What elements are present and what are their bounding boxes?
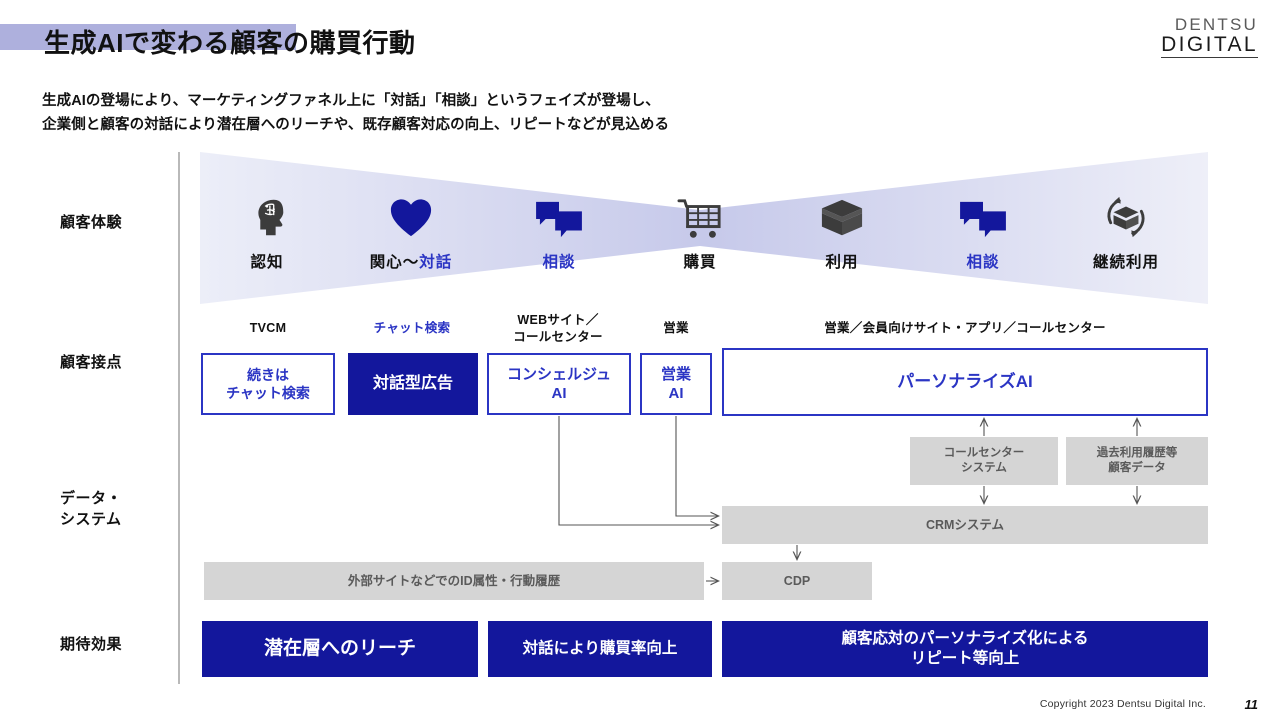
heart-icon xyxy=(346,184,476,240)
touchpoint-header-line1: WEBサイト／ xyxy=(517,313,599,327)
box-line-1: コンシェルジュ xyxy=(507,365,611,383)
dentsu-digital-logo: DENTSU DIGITAL xyxy=(1161,16,1258,58)
touchpoint-box-concierge-ai[interactable]: コンシェルジュ AI xyxy=(487,353,631,415)
funnel-stage-consultation-post: 相談 xyxy=(918,184,1048,272)
open-box-icon xyxy=(777,184,907,240)
funnel-stage-label: 利用 xyxy=(825,254,859,271)
box-line-1: 外部サイトなどでのID属性・行動履歴 xyxy=(347,573,561,588)
funnel-stage-label: 関心〜対話 xyxy=(346,250,476,272)
box-recycle-icon xyxy=(1061,184,1191,240)
touchpoint-header-tvcm: TVCM xyxy=(249,321,287,335)
funnel-stage-label: 認知 xyxy=(250,254,284,271)
funnel-stage-consultation-pre: 相談 xyxy=(494,184,624,272)
effect-box-reach-latent-segment[interactable]: 潜在層へのリーチ xyxy=(202,621,478,677)
touchpoint-box-personalize-ai[interactable]: パーソナライズAI xyxy=(722,348,1208,416)
chat-bubbles-icon xyxy=(918,184,1048,240)
touchpoint-header-line2: コールセンター xyxy=(513,329,603,344)
shopping-cart-icon xyxy=(635,184,765,240)
row-label-customer-experience: 顧客体験 xyxy=(60,214,123,231)
title-highlight-bar xyxy=(0,24,296,50)
box-line-1: パーソナライズAI xyxy=(897,371,1033,391)
box-line-2: システム xyxy=(961,462,1007,474)
box-line-1: 過去利用履歴等 xyxy=(1096,447,1178,460)
page-subtitle: 生成AIの登場により、マーケティングファネル上に「対話」「相談」というフェイズが… xyxy=(42,90,669,138)
box-line-2: チャット検索 xyxy=(226,385,310,401)
section-divider-rule xyxy=(178,152,180,684)
touchpoint-box-conversational-ad[interactable]: 対話型広告 xyxy=(348,353,478,415)
data-box-cdp[interactable]: CDP xyxy=(722,562,872,600)
funnel-stage-label: 購買 xyxy=(683,254,717,271)
page-title: 生成AIで変わる顧客の購買行動 xyxy=(44,28,416,58)
funnel-stage-purchase: 購買 xyxy=(635,184,765,272)
logo-line-digital: DIGITAL xyxy=(1161,33,1258,58)
effect-box-conversion-uplift[interactable]: 対話により購買率向上 xyxy=(488,621,712,677)
box-line-1: 対話型広告 xyxy=(372,374,453,392)
touchpoint-header-web-callcenter: WEBサイト／ コールセンター xyxy=(486,312,630,346)
label-part-plain: 関心〜 xyxy=(369,254,420,271)
logo-line-dentsu: DENTSU xyxy=(1174,15,1258,34)
funnel-stage-label: 相談 xyxy=(966,254,1000,271)
page-number: 11 xyxy=(1244,697,1259,712)
box-line-2: AI xyxy=(668,385,684,402)
row-label-data-system-line2: システム xyxy=(60,511,122,528)
funnel-stage-interest-dialogue: 関心〜対話 xyxy=(346,184,476,272)
copyright-text: Copyright 2023 Dentsu Digital Inc. xyxy=(1039,698,1206,710)
funnel-stage-label: 継続利用 xyxy=(1092,254,1159,271)
data-box-call-center-system[interactable]: コールセンター システム xyxy=(910,437,1058,485)
touchpoint-header-member-site: 営業／会員向けサイト・アプリ／コールセンター xyxy=(824,321,1106,335)
data-box-usage-history-customer-data[interactable]: 過去利用履歴等 顧客データ xyxy=(1066,437,1208,485)
funnel-stage-awareness: 認知 xyxy=(202,184,332,272)
funnel-stage-usage: 利用 xyxy=(777,184,907,272)
box-line-1: コールセンター xyxy=(943,447,1025,460)
data-box-external-site-id[interactable]: 外部サイトなどでのID属性・行動履歴 xyxy=(204,562,704,600)
touchpoint-box-sales-ai[interactable]: 営業 AI xyxy=(640,353,712,415)
box-line-2: 顧客データ xyxy=(1108,462,1166,474)
data-box-crm-system[interactable]: CRMシステム xyxy=(722,506,1208,544)
subtitle-line-2: 企業側と顧客の対話により潜在層へのリーチや、既存顧客対応の向上、リピートなどが見… xyxy=(42,116,670,133)
box-line-1: 営業 xyxy=(660,365,691,383)
box-line-1: CDP xyxy=(783,573,811,588)
brain-head-icon xyxy=(202,184,332,240)
box-line-1: 潜在層へのリーチ xyxy=(263,637,416,659)
chat-bubbles-icon xyxy=(494,184,624,240)
box-line-1: 顧客応対のパーソナライズ化による xyxy=(841,629,1089,647)
box-line-1: 対話により購買率向上 xyxy=(522,639,678,657)
row-label-data-system-line1: データ・ xyxy=(60,490,123,507)
effect-box-repeat-uplift[interactable]: 顧客応対のパーソナライズ化による リピート等向上 xyxy=(722,621,1208,677)
row-label-expected-effect: 期待効果 xyxy=(60,636,123,653)
funnel-stage-continued-usage: 継続利用 xyxy=(1061,184,1191,272)
box-line-1: CRMシステム xyxy=(925,517,1005,532)
box-line-2: リピート等向上 xyxy=(910,650,1020,667)
box-line-2: AI xyxy=(551,385,567,402)
subtitle-line-1: 生成AIの登場により、マーケティングファネル上に「対話」「相談」というフェイズが… xyxy=(42,93,660,109)
label-part-blue: 対話 xyxy=(419,254,453,271)
box-line-1: 続きは xyxy=(247,366,289,383)
row-label-data-system: データ・ システム xyxy=(60,488,122,530)
row-label-customer-touchpoint: 顧客接点 xyxy=(60,354,123,371)
funnel-stage-label: 相談 xyxy=(542,254,576,271)
touchpoint-header-sales: 営業 xyxy=(663,321,689,335)
touchpoint-box-continue-chat-search[interactable]: 続きは チャット検索 xyxy=(201,353,335,415)
touchpoint-header-chat-search: チャット検索 xyxy=(373,321,451,335)
